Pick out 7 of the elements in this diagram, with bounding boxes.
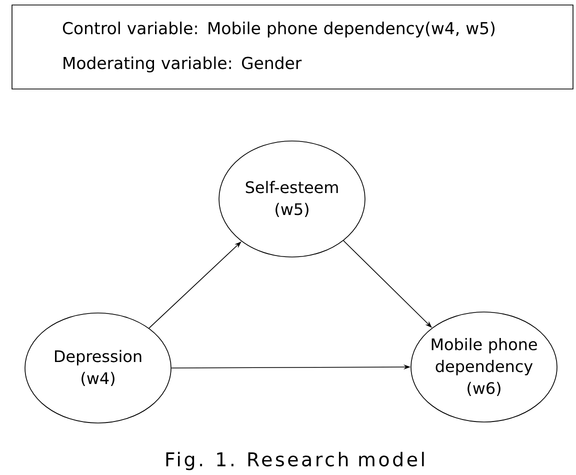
ellipse-node: Self-esteem (w5) [218,140,366,258]
ellipse-node: Depression (w4) [24,312,172,424]
text-box [12,4,574,90]
caption: Fig. 1. Research model [166,452,424,470]
variable-text: Control variable: Mobile phone dependency(w4, w5) [62,22,495,38]
variable-text: Moderating variable: Gender [64,56,302,72]
ellipse-node: Mobile phone dependency (w6) [410,312,558,422]
